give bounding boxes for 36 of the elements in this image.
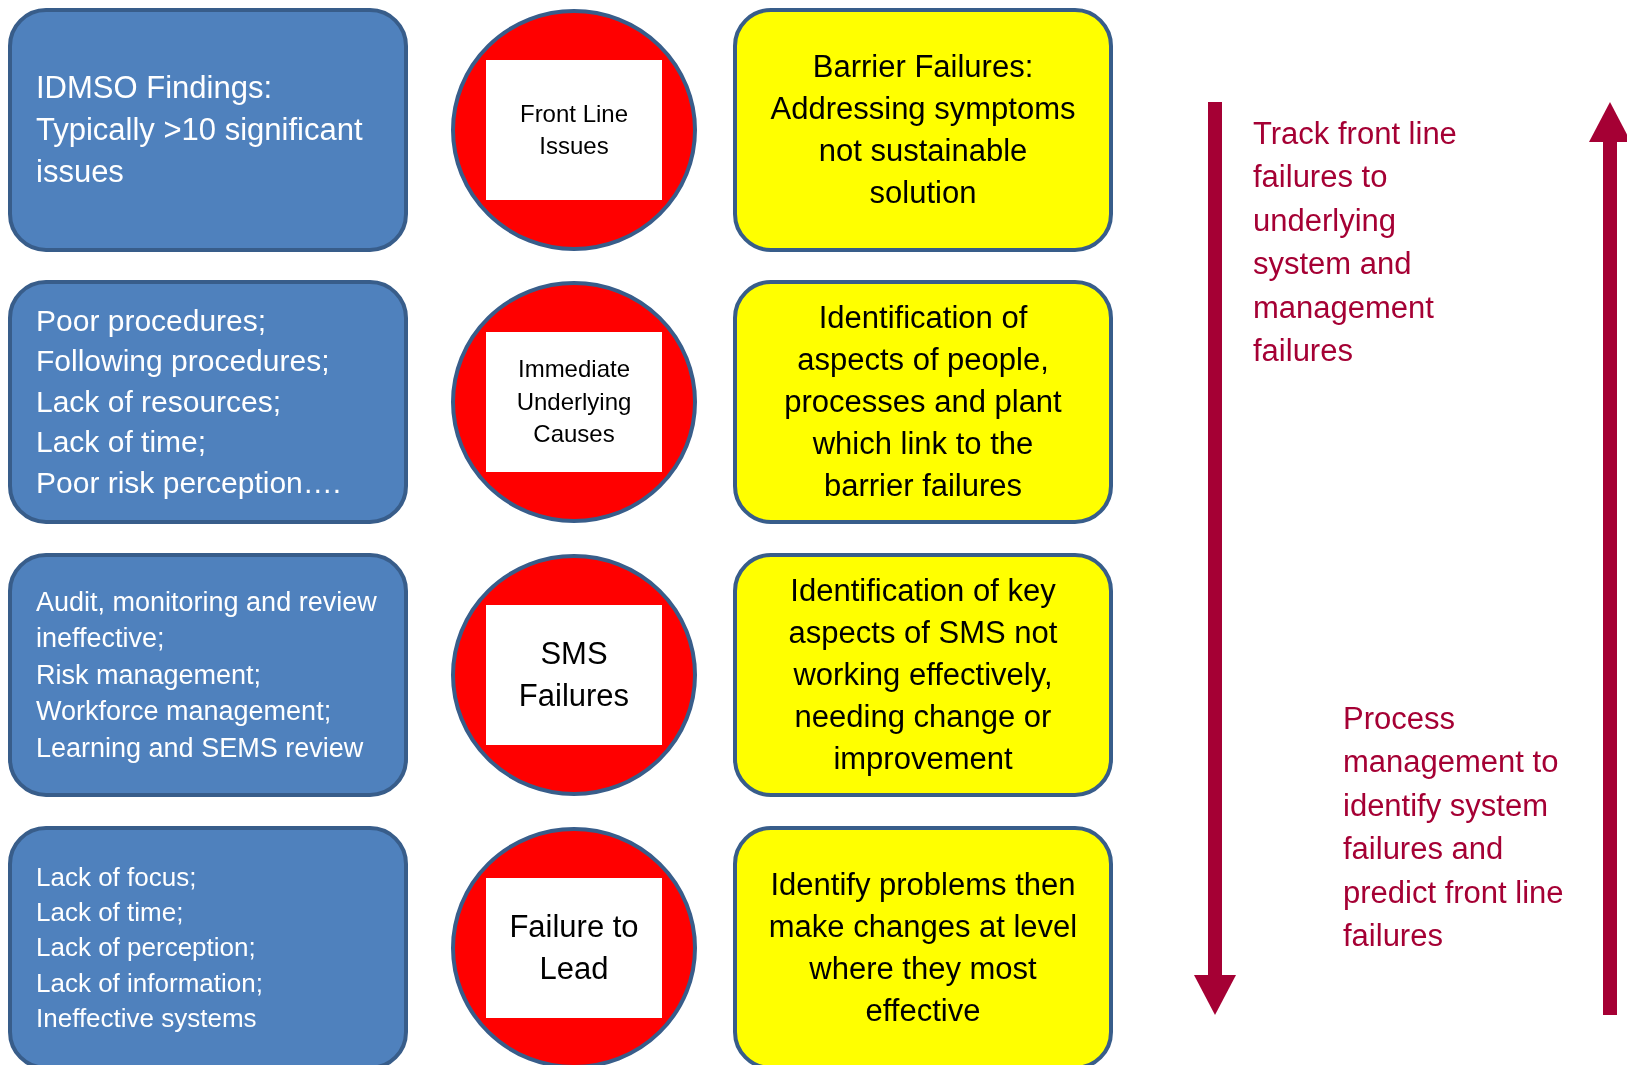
list-item-text: Lack of resources;: [36, 383, 283, 420]
list-item-text: Lack of time;: [36, 424, 208, 461]
list-item-text: Lack of information;: [36, 966, 264, 1000]
node-text: Failure to Lead: [508, 908, 640, 988]
list-item-text: Following procedures;: [36, 343, 331, 380]
issue-box: [8, 280, 408, 524]
stop-circle: [450, 8, 698, 252]
list-item-text: Lack of focus;: [36, 861, 198, 895]
node-text: SMS Failures: [517, 635, 631, 715]
action-box: [733, 826, 1113, 1065]
stop-circle: [450, 553, 698, 797]
node-text: Identification of aspects of people, processes and plant which link to the barrier failures: [783, 299, 1063, 505]
list-item-text: Poor risk perception….: [36, 464, 343, 501]
annotation-text: Track front line failures to underlying system and management failures: [1253, 115, 1458, 370]
list-item-text: Learning and SEMS review: [36, 731, 365, 765]
node-text: Identify problems then make changes at level where they most effective: [767, 866, 1079, 1030]
issue-box: [8, 8, 408, 252]
list-item-text: Ineffective systems: [36, 1001, 258, 1035]
list-item-text: Lack of time;: [36, 896, 185, 930]
list-item-text: Workforce management;: [36, 695, 333, 729]
list-item-text: Risk management;: [36, 658, 263, 692]
node-text: Barrier Failures: Addressing symptoms not sustainable solution: [769, 48, 1077, 212]
annotation-text: Process management to identify system failures and predict front line failures: [1343, 700, 1565, 955]
list-item-text: Audit, monitoring and review ineffective;: [36, 585, 378, 656]
list-item-text: IDMSO Findings: Typically >10 significant issues: [36, 69, 364, 191]
action-box: [733, 553, 1113, 797]
issue-box: [8, 553, 408, 797]
action-box: [733, 280, 1113, 524]
issue-box: [8, 826, 408, 1065]
list-item-text: Lack of perception;: [36, 931, 257, 965]
node-text: Immediate Underlying Causes: [515, 354, 633, 450]
stop-circle: [450, 280, 698, 524]
action-box: [733, 8, 1113, 252]
node-text: Identification of key aspects of SMS not working effectively, needing change or improvement: [787, 572, 1059, 778]
node-text: Front Line Issues: [518, 98, 630, 161]
list-item-text: Poor procedures;: [36, 302, 268, 339]
